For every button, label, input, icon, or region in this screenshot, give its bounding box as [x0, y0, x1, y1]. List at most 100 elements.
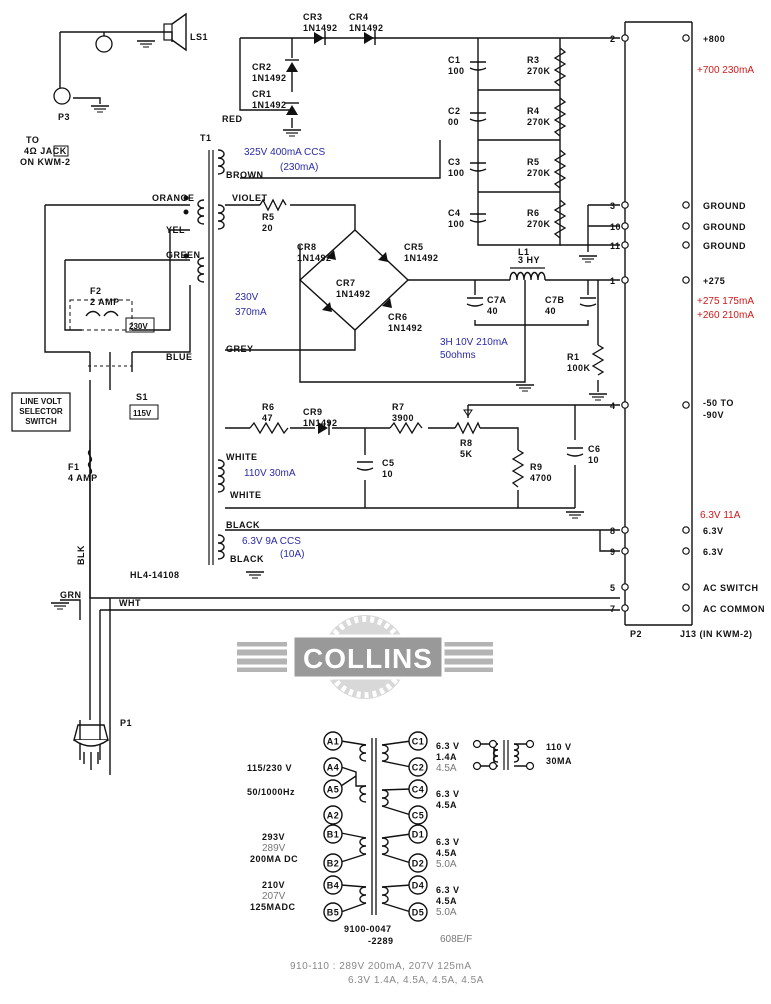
x2-aux-v: 110 V	[546, 742, 572, 752]
cr6-label-1: 1N1492	[388, 323, 423, 333]
cr7-label-1: 1N1492	[336, 289, 371, 299]
pin-num-5: 5	[610, 583, 616, 593]
connector-block	[624, 21, 693, 626]
terminal-label-a1: A1	[327, 737, 340, 747]
terminal-c5	[408, 805, 428, 825]
pin-label-4-0: -50 TO	[703, 398, 734, 408]
terminal-label-c5: C5	[412, 811, 425, 821]
terminal-label-a5: A5	[327, 785, 340, 795]
cr9-label-0: CR9	[303, 407, 323, 417]
pin-socket-7	[682, 604, 690, 612]
cr2-label-1: 1N1492	[252, 73, 287, 83]
x2-b2-volt-alt: 207V	[262, 891, 286, 902]
cr3-label-1: 1N1492	[303, 23, 338, 33]
terminal-label-a4: A4	[327, 763, 340, 773]
pin-socket-4	[682, 401, 690, 409]
j13-label: J13 (IN KWM-2)	[680, 629, 753, 639]
ann-mid2: 370mA	[235, 307, 267, 318]
ann-choke: 3H 10V 210mA	[440, 337, 508, 348]
x2-d12-a2: 5.0A	[436, 859, 457, 870]
inductor-l1	[509, 267, 546, 281]
c3-label-1: 100	[448, 168, 465, 178]
pin-num-9: 9	[610, 547, 616, 557]
pin-label-10: GROUND	[703, 222, 746, 232]
c3-label-0: C3	[448, 157, 461, 167]
wire-grey: GREY	[226, 344, 254, 354]
terminal-b1	[323, 824, 343, 844]
c2-label-1: 00	[448, 117, 459, 127]
cr1-label-0: CR1	[252, 89, 272, 99]
terminal-label-a2: A2	[327, 811, 340, 821]
to-line2: 4Ω JACK	[24, 146, 67, 156]
pin-3	[621, 201, 629, 209]
cr5-label-0: CR5	[404, 242, 424, 252]
c7b-label-0: C7B	[545, 295, 565, 305]
pin-socket-2	[682, 34, 690, 42]
ann-red-275b: +260 210mA	[697, 310, 754, 321]
pin-7	[621, 604, 629, 612]
lower-transformer	[340, 738, 535, 915]
wire-blue: BLUE	[166, 352, 193, 362]
logo-text: COLLINS	[303, 643, 433, 674]
pin-label-4-1: -90V	[703, 410, 724, 420]
c1-label-1: 100	[448, 66, 465, 76]
c7a-label-1: 40	[487, 306, 498, 316]
ann-mid: 230V	[235, 292, 259, 303]
p1-label: P1	[120, 718, 132, 728]
r9-label-1: 4700	[530, 473, 552, 483]
terminal-a5	[323, 779, 343, 799]
c2-label-0: C2	[448, 106, 461, 116]
r5b-label-0: R5	[262, 212, 275, 222]
pin-2	[621, 34, 629, 42]
terminal-label-d5: D5	[412, 908, 425, 918]
pin-num-8: 8	[610, 526, 616, 536]
pin-socket-3	[682, 201, 690, 209]
x2-c12-a2: 4.5A	[436, 763, 457, 774]
pin-num-11: 11	[610, 241, 621, 251]
ann-choke2: 50ohms	[440, 350, 476, 361]
connector-pins	[621, 34, 690, 612]
pin-socket-1	[682, 276, 690, 284]
ann-red-800: +700 230mA	[697, 65, 754, 76]
pin-label-9: 6.3V	[703, 547, 724, 557]
x2-aux-a: 30MA	[546, 756, 572, 766]
l1-label-1: 3 HY	[518, 255, 540, 265]
x2-d45-a: 4.5A	[436, 896, 457, 906]
wire-violet: VIOLET	[232, 193, 268, 203]
s1-setting: 115V	[133, 409, 152, 418]
c4-label-0: C4	[448, 208, 461, 218]
to-line1: TO	[26, 135, 39, 145]
pin-label-3: GROUND	[703, 201, 746, 211]
r3-label-1: 270K	[527, 66, 551, 76]
pin-num-3: 3	[610, 201, 616, 211]
terminal-label-b2: B2	[327, 859, 340, 869]
terminal-label-b4: B4	[327, 881, 340, 891]
terminal-c4	[408, 779, 428, 799]
f2-label-0: F2	[90, 286, 102, 296]
ann-bias: 110V 30mA	[244, 468, 296, 479]
x2-d12-v: 6.3 V	[436, 837, 460, 847]
s1-label: S1	[136, 392, 148, 402]
pin-socket-5	[682, 583, 690, 591]
pin-label-11: GROUND	[703, 241, 746, 251]
c5-label-1: 10	[382, 469, 393, 479]
x2-b-volt-alt: 289V	[262, 843, 286, 854]
c4-label-1: 100	[448, 219, 465, 229]
cr5-label-1: 1N1492	[404, 253, 439, 263]
collins-logo: COLLINS	[237, 615, 493, 699]
x2-model: 608E/F	[440, 934, 472, 945]
r5-label-1: 270K	[527, 168, 551, 178]
r5b-label-1: 20	[262, 223, 273, 233]
wire-red: RED	[222, 114, 243, 124]
wire-green: GREEN	[166, 250, 201, 260]
footer-line1: 910-110 : 289V 200mA, 207V 125mA	[290, 961, 471, 972]
p2-label: P2	[630, 629, 642, 639]
pin-num-2: 2	[610, 34, 616, 44]
pin-num-7: 7	[610, 604, 616, 614]
f1-label-0: F1	[68, 462, 80, 472]
f1-label-1: 4 AMP	[68, 473, 98, 483]
cr8-label-0: CR8	[297, 242, 317, 252]
cr4-label-0: CR4	[349, 12, 369, 22]
terminal-d5	[408, 902, 428, 922]
